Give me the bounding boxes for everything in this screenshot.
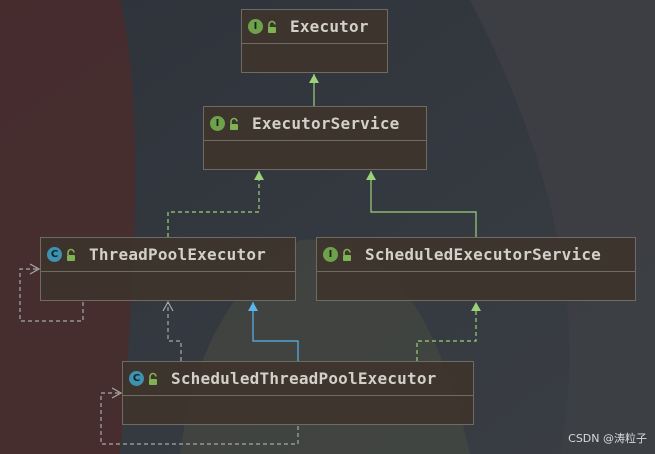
class-name: ExecutorService: [252, 114, 400, 133]
lock-open-icon: [230, 117, 238, 130]
node-executor-service[interactable]: I ExecutorService: [203, 106, 427, 170]
node-scheduled-thread-pool-executor[interactable]: C ScheduledThreadPoolExecutor: [122, 361, 474, 425]
lock-open-icon: [343, 248, 351, 261]
class-name: ScheduledThreadPoolExecutor: [171, 369, 437, 388]
watermark: CSDN @涛粒子: [568, 432, 647, 445]
class-name: ScheduledExecutorService: [365, 245, 601, 264]
lock-open-icon: [149, 372, 157, 385]
class-icon: C: [47, 247, 62, 262]
class-name: ThreadPoolExecutor: [89, 245, 266, 264]
node-executor[interactable]: I Executor: [241, 9, 388, 73]
lock-open-icon: [67, 248, 75, 261]
lock-open-icon: [268, 20, 276, 33]
interface-icon: I: [210, 116, 225, 131]
class-icon: C: [129, 371, 144, 386]
interface-icon: I: [323, 247, 338, 262]
node-thread-pool-executor[interactable]: C ThreadPoolExecutor: [40, 237, 296, 301]
node-scheduled-executor-service[interactable]: I ScheduledExecutorService: [316, 237, 636, 301]
interface-icon: I: [248, 19, 263, 34]
class-name: Executor: [290, 17, 369, 36]
